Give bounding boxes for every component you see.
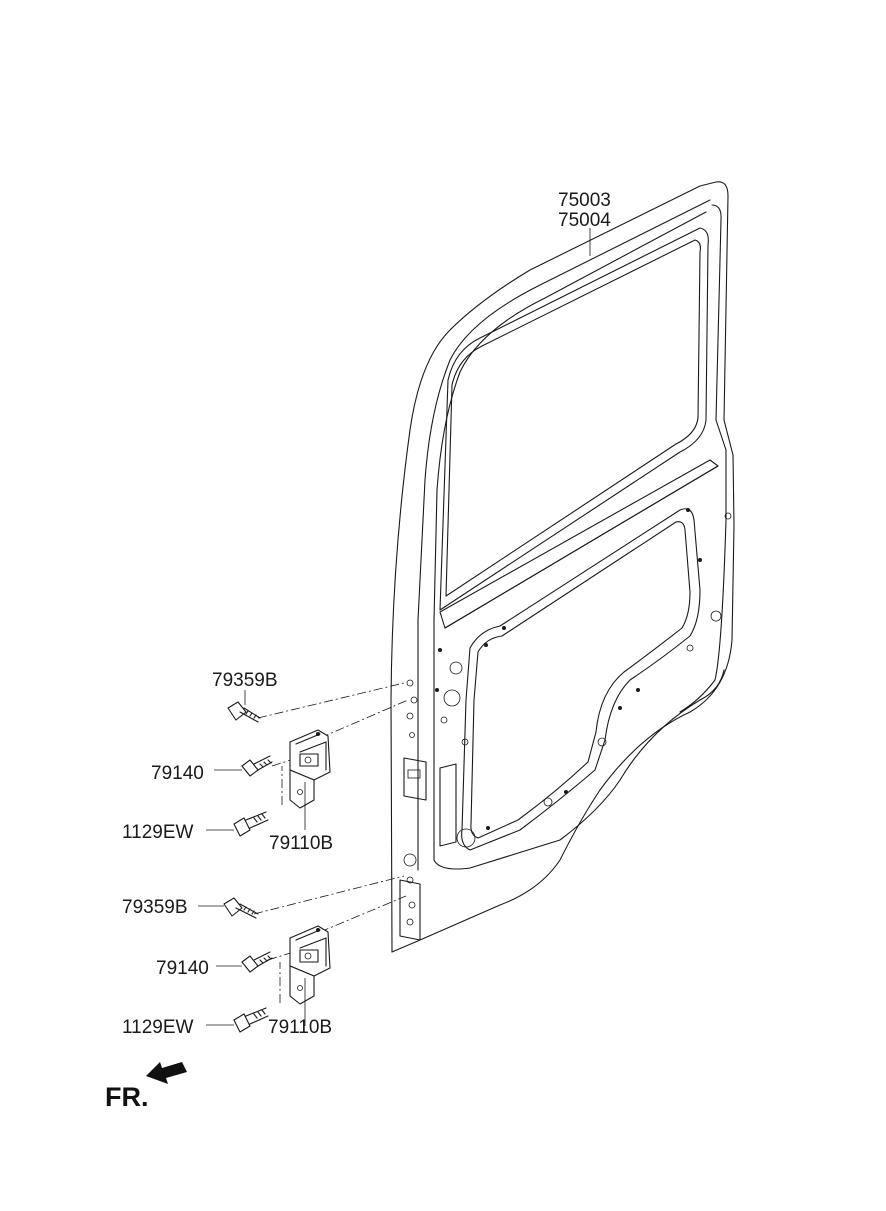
label-lower-1129ew: 1129EW bbox=[122, 1017, 194, 1038]
upper-hinge-bolt-79140 bbox=[241, 755, 273, 777]
upper-hinge-assembly bbox=[206, 682, 409, 837]
upper-hinge-bolt-79359b bbox=[227, 701, 261, 723]
label-upper-1129ew: 1129EW bbox=[122, 822, 194, 843]
door-holes bbox=[403, 508, 732, 926]
lower-hinge-bolt-1129ew bbox=[233, 1007, 269, 1033]
rear-door-panel bbox=[390, 181, 735, 953]
window-opening bbox=[439, 227, 709, 611]
hinge-mount-upper-pad bbox=[403, 757, 427, 801]
label-75003: 75003 bbox=[558, 190, 611, 211]
inner-panel-cutout bbox=[461, 508, 701, 851]
front-arrow-icon bbox=[146, 1062, 187, 1084]
label-upper-79140: 79140 bbox=[151, 763, 204, 784]
front-label: FR. bbox=[105, 1082, 149, 1112]
lower-hinge-bolt-79359b bbox=[223, 897, 259, 919]
upper-hinge-bolt-1129ew bbox=[233, 811, 269, 837]
door-outer-edge bbox=[390, 181, 735, 953]
lower-hinge-assembly bbox=[198, 875, 407, 1033]
part-labels: 75003 75004 79359B 79140 1129EW 79110B 7… bbox=[122, 190, 611, 1038]
label-lower-79359b: 79359B bbox=[122, 897, 188, 918]
label-lower-79140: 79140 bbox=[156, 958, 209, 979]
label-lower-79110b: 79110B bbox=[268, 1017, 332, 1038]
upper-door-hinge bbox=[289, 729, 331, 809]
label-75004: 75004 bbox=[558, 210, 611, 231]
label-upper-79110b: 79110B bbox=[269, 833, 333, 854]
lower-door-hinge bbox=[289, 925, 331, 1005]
label-upper-79359b: 79359B bbox=[212, 670, 278, 691]
door-frame-inner-edge bbox=[679, 204, 727, 713]
front-direction-indicator: FR. bbox=[105, 1062, 187, 1112]
lower-hinge-bolt-79140 bbox=[241, 951, 273, 973]
